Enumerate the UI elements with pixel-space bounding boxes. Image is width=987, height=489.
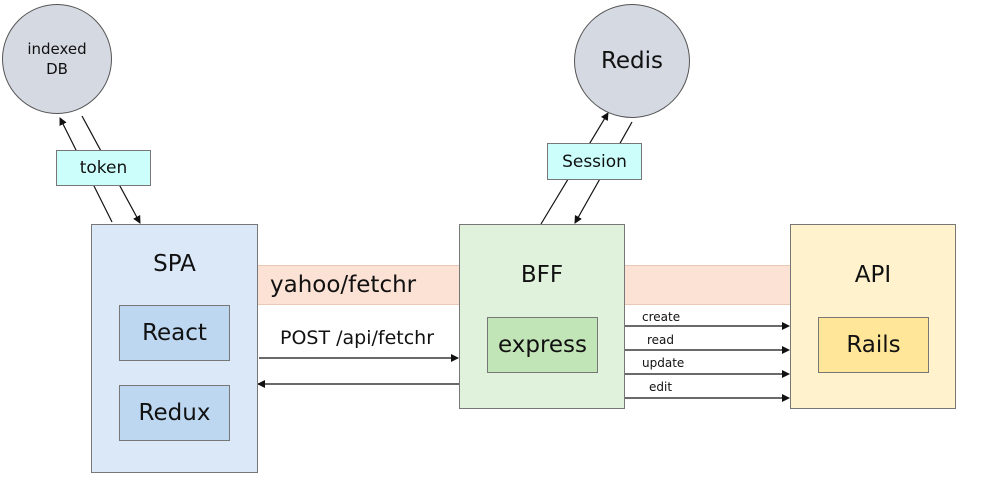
react-box: React bbox=[119, 305, 230, 361]
post-label: POST /api/fetchr bbox=[280, 327, 435, 349]
session-tag: Session bbox=[547, 143, 642, 180]
api-title: API bbox=[854, 262, 892, 288]
fetchr-band-right bbox=[625, 265, 791, 305]
redis-label: Redis bbox=[600, 48, 664, 74]
api-box: API Rails bbox=[790, 224, 956, 409]
fetchr-label: yahoo/fetchr bbox=[270, 272, 417, 298]
indexeddb-label-line2: DB bbox=[46, 60, 68, 78]
spa-box: SPA React Redux bbox=[91, 224, 258, 473]
express-box: express bbox=[487, 317, 598, 373]
update-label: update bbox=[642, 356, 685, 370]
spa-title: SPA bbox=[153, 251, 196, 277]
edit-label: edit bbox=[649, 380, 673, 394]
fetchr-band-left bbox=[257, 265, 459, 305]
redux-box: Redux bbox=[119, 385, 230, 441]
read-label: read bbox=[647, 333, 675, 347]
token-tag: token bbox=[56, 150, 151, 186]
redis-node: Redis bbox=[574, 4, 690, 118]
indexeddb-node: indexed DB bbox=[2, 4, 112, 114]
rails-box: Rails bbox=[818, 317, 929, 373]
indexeddb-label-line1: indexed bbox=[27, 40, 87, 58]
create-label: create bbox=[642, 310, 681, 324]
bff-box: BFF express bbox=[459, 224, 625, 409]
bff-title: BFF bbox=[520, 262, 564, 288]
